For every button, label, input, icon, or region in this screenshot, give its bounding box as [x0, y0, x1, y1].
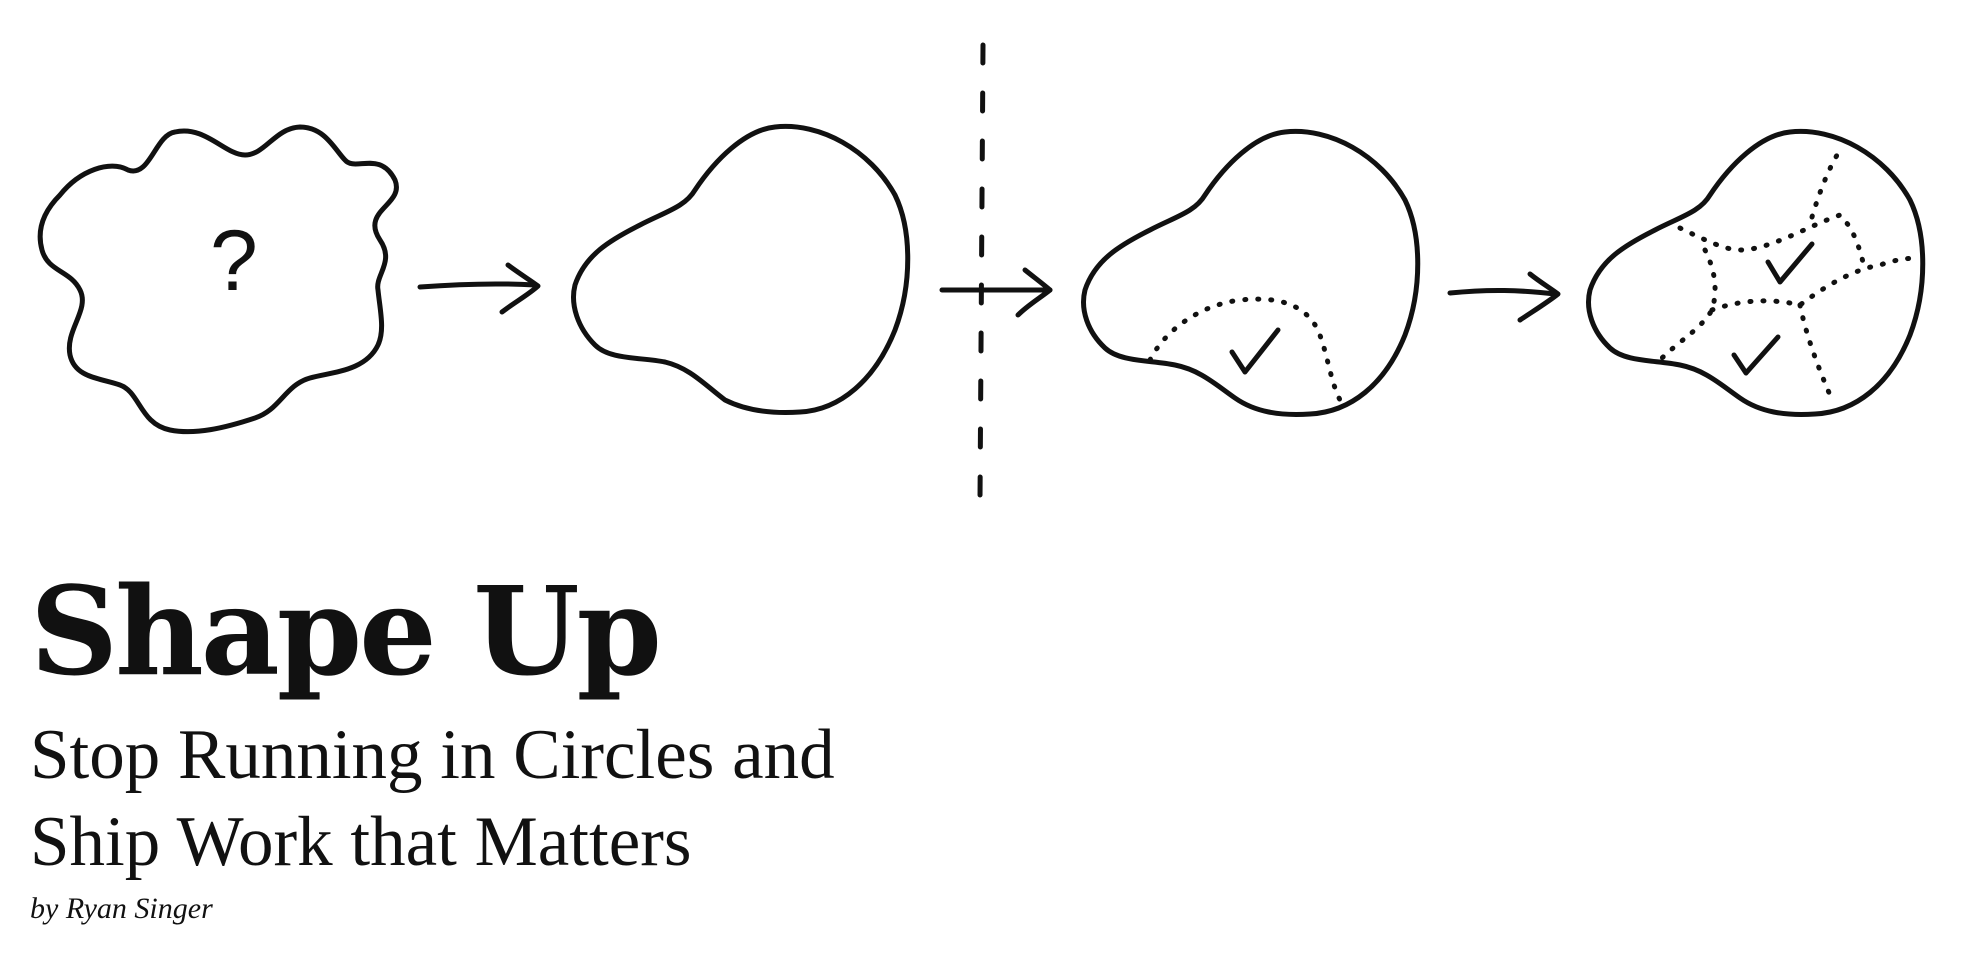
- title-block: Shape Up Stop Running in Circles and Shi…: [30, 570, 1130, 926]
- wiggly-blob: [37, 124, 399, 435]
- question-mark: ?: [210, 213, 258, 309]
- arrow-right-icon: [1447, 271, 1561, 323]
- check-icon: [1229, 327, 1281, 375]
- arrow-right-icon: [417, 262, 541, 315]
- book-author: by Ryan Singer: [30, 892, 213, 925]
- check-icon: [1731, 334, 1781, 376]
- hill-diagram-sketch: ?: [37, 42, 1926, 503]
- cover-illustration: ?: [37, 42, 1926, 503]
- blob-all-scopes-done: [1586, 128, 1926, 417]
- subtitle-line-2: Ship Work that Matters: [30, 803, 692, 881]
- subtitle-line-1: Stop Running in Circles and: [30, 716, 835, 794]
- book-title: Shape Up: [30, 559, 662, 703]
- blob-one-scope-done: [1081, 128, 1421, 417]
- check-icon: [1765, 241, 1815, 285]
- dashed-divider-line: [977, 42, 986, 503]
- arrow-right-icon: [939, 267, 1053, 318]
- smooth-blob: [571, 123, 911, 415]
- book-subtitle: Stop Running in Circles and Ship Work th…: [30, 712, 930, 886]
